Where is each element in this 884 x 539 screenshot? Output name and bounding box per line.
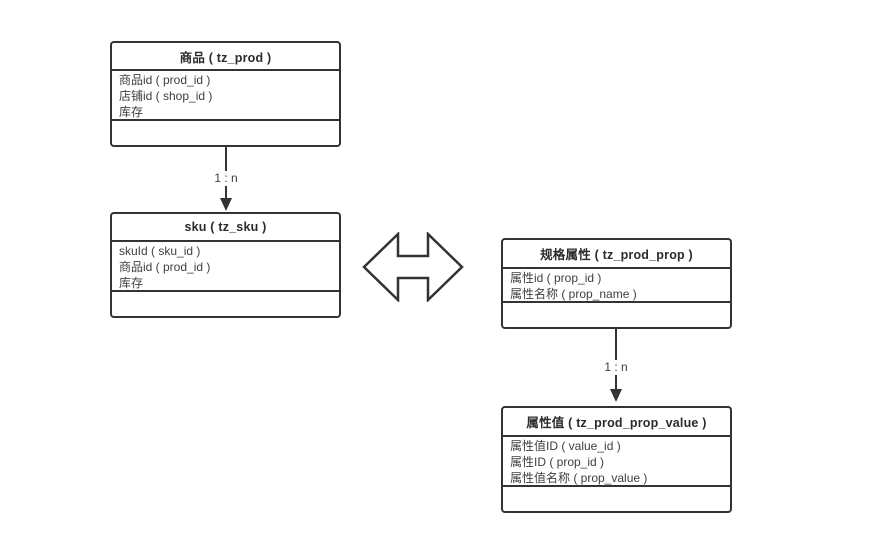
table-field: 库存 — [119, 276, 144, 290]
table-fields-prod-prop: 属性id ( prop_id ) 属性名称 ( prop_name ) — [503, 267, 730, 301]
table-title-sku: sku ( tz_sku ) — [184, 220, 267, 234]
table-empty-section — [503, 301, 730, 325]
table-field: 店铺id ( shop_id ) — [119, 89, 213, 103]
table-field: 属性值ID ( value_id ) — [510, 439, 621, 453]
arrow-down-icon — [220, 198, 232, 211]
entity-table-prod-prop: 规格属性 ( tz_prod_prop ) 属性id ( prop_id ) 属… — [501, 238, 732, 329]
table-field: 属性id ( prop_id ) — [510, 271, 602, 285]
double-headed-arrow-icon — [362, 232, 464, 302]
table-field: 库存 — [119, 105, 144, 119]
entity-table-prod: 商品 ( tz_prod ) 商品id ( prod_id ) 店铺id ( s… — [110, 41, 341, 147]
table-field: 商品id ( prod_id ) — [119, 73, 211, 87]
table-fields-sku: skuId ( sku_id ) 商品id ( prod_id ) 库存 — [112, 240, 339, 290]
entity-table-sku: sku ( tz_sku ) skuId ( sku_id ) 商品id ( p… — [110, 212, 341, 318]
cardinality-label: 1 : n — [203, 171, 249, 186]
entity-table-prod-prop-value: 属性值 ( tz_prod_prop_value ) 属性值ID ( value… — [501, 406, 732, 513]
table-empty-section — [503, 485, 730, 509]
table-title-prod: 商品 ( tz_prod ) — [179, 50, 272, 65]
table-field: 属性值名称 ( prop_value ) — [510, 471, 648, 485]
table-empty-section — [112, 119, 339, 145]
table-title-prod-prop-value: 属性值 ( tz_prod_prop_value ) — [526, 416, 707, 430]
table-empty-section — [112, 290, 339, 316]
table-field: 属性ID ( prop_id ) — [510, 455, 605, 469]
table-fields-prod-prop-value: 属性值ID ( value_id ) 属性ID ( prop_id ) 属性值名… — [503, 435, 730, 485]
table-field: skuId ( sku_id ) — [119, 244, 201, 258]
table-field: 属性名称 ( prop_name ) — [510, 287, 637, 301]
cardinality-label: 1 : n — [593, 360, 639, 375]
table-title-prod-prop: 规格属性 ( tz_prod_prop ) — [540, 248, 693, 262]
table-field: 商品id ( prod_id ) — [119, 260, 211, 274]
arrow-down-icon — [610, 389, 622, 402]
table-fields-prod: 商品id ( prod_id ) 店铺id ( shop_id ) 库存 — [112, 69, 339, 119]
connector-line-prop-value — [615, 329, 617, 389]
